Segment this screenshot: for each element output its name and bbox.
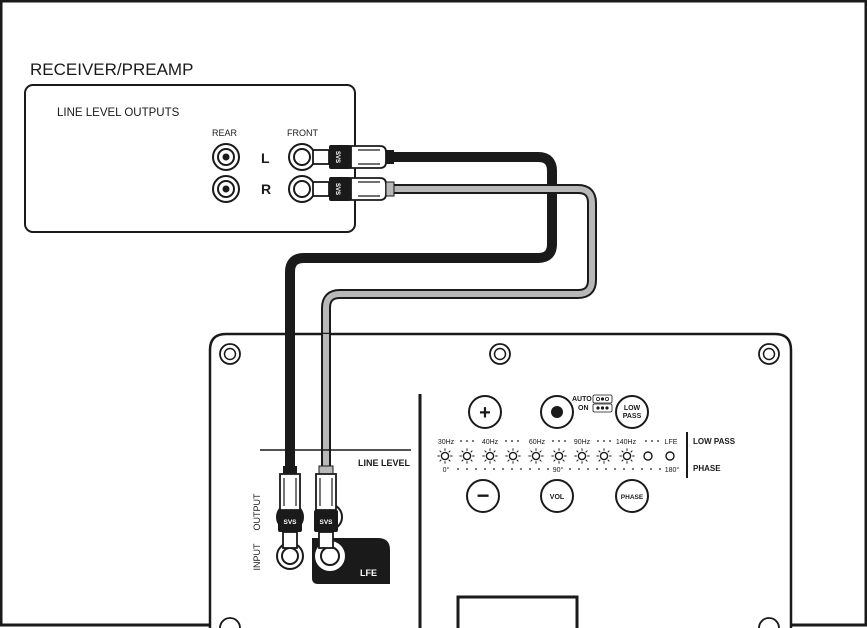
screw <box>758 343 780 365</box>
low-pass-button[interactable]: LOW PASS <box>615 395 649 429</box>
freq-label: 30Hz <box>438 439 455 446</box>
led-lit <box>596 448 612 464</box>
rear-right-jack <box>212 175 240 203</box>
led-lit <box>574 448 590 464</box>
led-lit <box>551 448 567 464</box>
minus-icon: − <box>477 483 490 508</box>
freq-label: 90Hz <box>574 439 591 446</box>
led-off <box>643 451 653 461</box>
vol-button[interactable]: VOL <box>540 479 574 513</box>
phase-value-label: 180° <box>665 466 680 474</box>
led-lit <box>459 448 475 464</box>
led-lit <box>482 448 498 464</box>
input-left-plug: SVS <box>278 466 302 549</box>
screw <box>758 617 780 628</box>
front-label: FRONT <box>287 128 318 138</box>
screw <box>489 343 511 365</box>
frequency-scale: 30Hz 40Hz 60Hz 90Hz 140Hz LFE <box>438 439 678 446</box>
right-channel-label: R <box>261 181 271 197</box>
on-label: ON <box>578 405 589 412</box>
phase-button[interactable]: PHASE <box>615 479 649 513</box>
plus-icon: + <box>479 402 491 424</box>
power-dot-icon <box>551 406 563 418</box>
phase-value-label: 0° <box>443 466 450 474</box>
plug-brand-label: SVS <box>334 151 340 163</box>
input-label: INPUT <box>252 543 262 571</box>
front-left-plug: SVS <box>312 145 394 169</box>
auto-label: AUTO <box>572 396 592 403</box>
low-pass-button-line2: PASS <box>623 413 642 420</box>
led-lit <box>437 448 453 464</box>
auto-on-button[interactable] <box>540 395 574 429</box>
led-off <box>665 451 675 461</box>
on-led-indicator-icon <box>592 403 613 413</box>
plug-brand-label: SVS <box>334 183 340 195</box>
plus-button[interactable]: + <box>468 395 502 429</box>
led-lit <box>528 448 544 464</box>
freq-label: LFE <box>665 439 678 446</box>
front-left-jack <box>288 143 316 171</box>
receiver-title: RECEIVER/PREAMP <box>30 60 193 79</box>
screw <box>219 343 241 365</box>
vol-button-label: VOL <box>550 494 565 501</box>
led-indicator-row <box>437 448 675 464</box>
freq-label: 140Hz <box>616 439 637 446</box>
front-right-plug: SVS <box>312 177 395 201</box>
plug-brand-label: SVS <box>319 519 333 526</box>
minus-button[interactable]: − <box>466 479 500 513</box>
low-pass-label: LOW PASS <box>693 437 736 446</box>
line-level-outputs-label: LINE LEVEL OUTPUTS <box>57 107 180 119</box>
phase-value-label: 90° <box>553 466 564 474</box>
left-channel-label: L <box>261 150 270 166</box>
low-pass-button-line1: LOW <box>624 405 641 412</box>
lfe-label: LFE <box>360 568 377 578</box>
led-lit <box>505 448 521 464</box>
output-label: OUTPUT <box>252 493 262 531</box>
freq-label: 60Hz <box>529 439 546 446</box>
left-cable <box>285 152 557 470</box>
plug-brand-label: SVS <box>283 519 297 526</box>
phase-button-label: PHASE <box>621 494 644 501</box>
front-right-jack <box>288 175 316 203</box>
screw <box>219 617 241 628</box>
rear-left-jack <box>212 143 240 171</box>
phase-scale: 0° 90° 180° <box>443 466 680 474</box>
auto-led-indicator-icon <box>592 394 613 404</box>
freq-label: 40Hz <box>482 439 499 446</box>
phase-label: PHASE <box>693 464 721 473</box>
rear-label: REAR <box>212 128 238 138</box>
right-cable <box>321 184 597 470</box>
input-right-jack <box>315 541 345 571</box>
line-level-label: LINE LEVEL <box>358 458 411 468</box>
led-lit <box>619 448 635 464</box>
input-right-plug: SVS <box>314 465 338 549</box>
amplifier-opening <box>456 595 579 628</box>
